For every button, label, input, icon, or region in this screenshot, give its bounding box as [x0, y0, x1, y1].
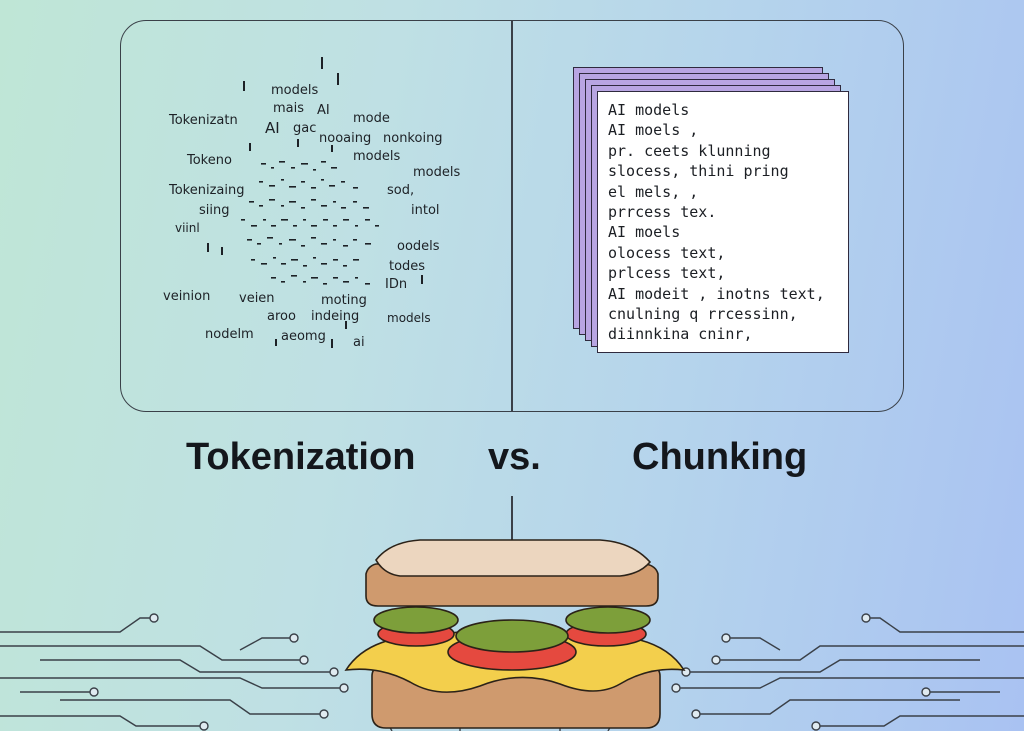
chunk-line: prrcess tex. — [608, 203, 717, 222]
token-word: models — [353, 149, 401, 164]
chunk-line: diinnkina cninr, — [608, 325, 753, 344]
token-word: veinion — [163, 289, 211, 304]
chunk-line: prlcess text, — [608, 264, 726, 283]
chunk-line: olocess text, — [608, 243, 726, 262]
token-word: mais — [273, 101, 305, 116]
lettuce-slice — [373, 606, 459, 634]
circuit-nodes — [89, 613, 931, 731]
token-word: Tokenizaing — [169, 183, 245, 198]
token-word: models — [387, 311, 431, 325]
sandwich-circuit-illustration — [0, 539, 1024, 731]
token-word: models — [271, 83, 319, 98]
token-word: AI — [317, 103, 330, 118]
token-word: aroo — [267, 309, 296, 324]
chunk-line: cnulning q rrcessinn, — [608, 305, 798, 324]
panel-divider — [511, 21, 513, 411]
token-noise — [207, 57, 423, 348]
token-word: nonkoing — [383, 131, 443, 146]
chunking-title: Chunking — [632, 436, 808, 478]
token-word: intol — [411, 203, 440, 218]
token-word: gac — [293, 121, 317, 136]
token-word: ai — [353, 335, 365, 350]
document-stack: AI models AI moels , pr. ceets klunning … — [569, 67, 859, 367]
chunk-line: slocess, thini pring — [608, 162, 789, 181]
lettuce-slice — [565, 606, 651, 634]
token-word: mode — [353, 111, 390, 126]
comparison-panel: models AI mais AI mode Tokenizatn AI gac… — [120, 20, 904, 412]
sandwich — [344, 539, 686, 729]
connector-line — [511, 496, 513, 558]
top-bread — [375, 539, 652, 577]
lettuce-slice — [455, 619, 569, 653]
token-word: sod, — [387, 183, 415, 198]
token-word: IDn — [385, 277, 408, 292]
token-word: models — [413, 165, 461, 180]
token-word: Tokenizatn — [169, 113, 238, 128]
chunk-line: AI models — [608, 101, 690, 119]
token-cloud: models AI mais AI mode Tokenizatn AI gac… — [121, 21, 511, 413]
chunk-line: AI moels — [608, 223, 681, 242]
versus-title: vs. — [488, 436, 541, 478]
chunk-line: el mels, , — [608, 182, 699, 201]
token-word: indeing — [311, 309, 360, 324]
token-word: nodelm — [205, 327, 254, 342]
token-word: oodels — [397, 239, 440, 254]
token-word: nooaing — [319, 131, 372, 146]
token-word: Tokeno — [187, 153, 232, 168]
token-word: todes — [389, 259, 426, 274]
tokenization-title: Tokenization — [186, 436, 416, 478]
token-word: viinl — [175, 221, 200, 235]
chunk-line: AI moels , — [608, 121, 699, 140]
chunk-line: pr. ceets klunning — [608, 141, 771, 160]
token-word: siing — [199, 203, 230, 218]
token-word: AI — [265, 119, 280, 137]
token-word: veien — [239, 291, 275, 306]
token-word: aeomg — [281, 329, 326, 344]
token-word: moting — [321, 293, 367, 308]
document-page: AI models AI moels , pr. ceets klunning … — [597, 91, 849, 353]
chunk-line: AI modeit , inotns text, — [608, 284, 825, 303]
